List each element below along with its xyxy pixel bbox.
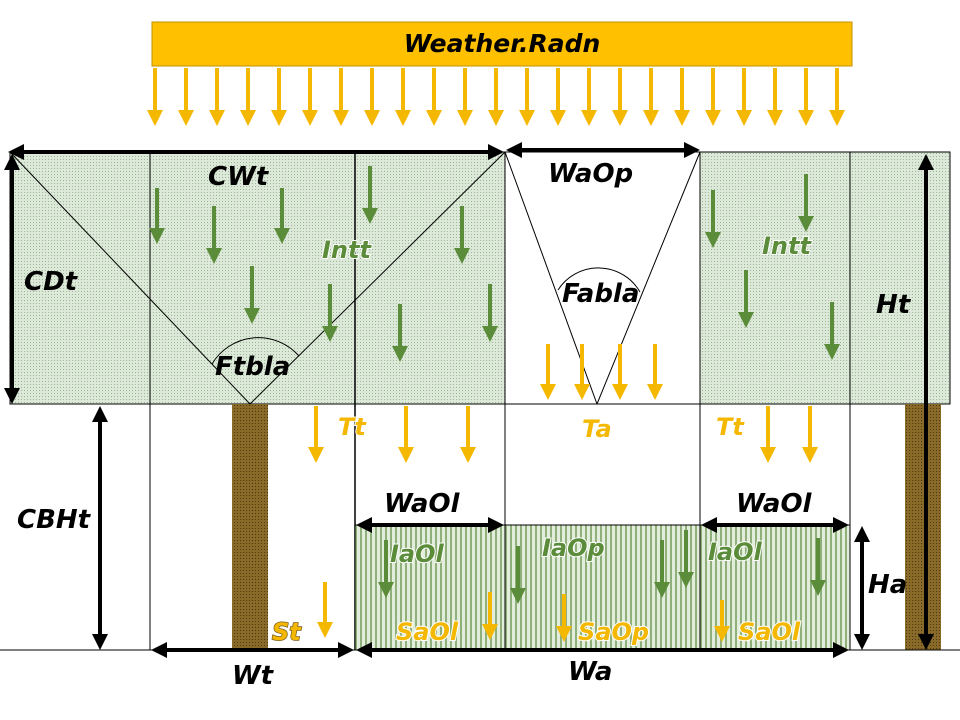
alley-crop-band — [354, 524, 851, 651]
label-iaop: IaOp — [542, 534, 605, 562]
label-cwt: CWt — [208, 162, 270, 192]
label-cbht: CBHt — [17, 505, 92, 535]
label-iaol-left: IaOl — [390, 540, 445, 568]
label-tt-right: Tt — [716, 413, 745, 441]
incoming-radiation-arrows — [147, 68, 845, 126]
right-tree-canopy — [699, 151, 951, 405]
weather-radn-banner — [151, 21, 853, 67]
label-fabla: Fabla — [562, 279, 639, 309]
left-tree-trunk — [232, 404, 268, 650]
label-iaol-right: IaOl — [708, 538, 763, 566]
label-waol-right: WaOl — [736, 489, 813, 519]
label-waol-left: WaOl — [384, 489, 461, 519]
left-tree-canopy — [9, 151, 506, 405]
label-waop: WaOp — [548, 159, 633, 189]
weather-radn-label: Weather.Radn — [404, 29, 601, 58]
label-wt: Wt — [232, 661, 275, 691]
ftbla-angle-arc — [211, 337, 300, 365]
fabla-angle-arc — [557, 267, 641, 293]
label-ht: Ht — [876, 290, 912, 320]
transmitted-radiation-arrows — [308, 344, 818, 642]
label-ha: Ha — [868, 570, 907, 600]
label-intt-right: Intt — [762, 232, 812, 260]
label-ta: Ta — [582, 415, 612, 443]
label-saol-right: SaOl — [738, 618, 801, 646]
label-wa: Wa — [568, 657, 612, 687]
intercepted-radiation-arrows — [149, 166, 840, 604]
label-cdt: CDt — [24, 267, 79, 297]
label-intt-left: Intt — [322, 236, 372, 264]
label-saol-left: SaOl — [396, 618, 459, 646]
label-st: St — [272, 618, 302, 646]
canopy-gap — [504, 151, 701, 405]
ftbla-cone-line — [9, 151, 251, 405]
label-saop: SaOp — [578, 618, 649, 646]
label-ftbla: Ftbla — [215, 352, 290, 382]
right-tree-trunk — [905, 404, 941, 650]
fabla-cone-line — [596, 151, 701, 405]
dimension-arrows — [4, 142, 934, 658]
ftbla-cone-line — [249, 151, 506, 405]
label-tt-left: Tt — [338, 413, 367, 441]
